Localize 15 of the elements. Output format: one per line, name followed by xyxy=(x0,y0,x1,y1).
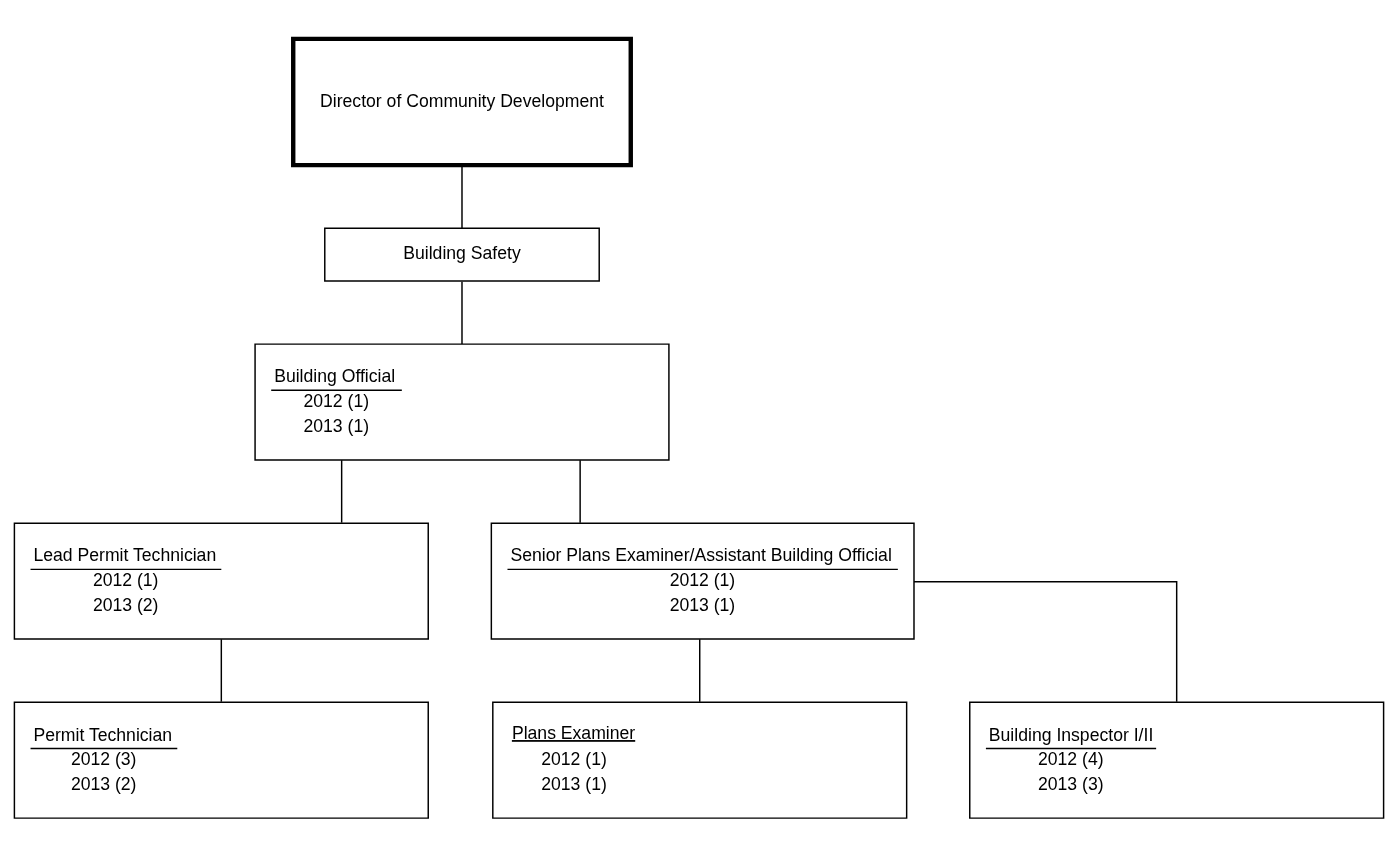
connector xyxy=(699,638,701,702)
node-box: Permit Technician 2012 (3) 2013 (2) xyxy=(13,700,429,819)
connector xyxy=(220,638,223,702)
node-box: Building Official 2012 (1) 2013 (1) xyxy=(254,342,670,461)
connector xyxy=(579,458,581,523)
node-box: Building Inspector I/II 2012 (4) 2013 (3) xyxy=(969,700,1385,819)
node-box: Building Safety xyxy=(324,226,600,282)
connector xyxy=(913,580,1178,702)
node-box: Senior Plans Examiner/Assistant Building Official 2012 (1) 2013 (1) xyxy=(490,521,915,640)
node-box: Lead Permit Technician 2012 (1) 2013 (2) xyxy=(13,521,429,640)
connector xyxy=(340,458,343,523)
node-box: Director of Community Development xyxy=(291,36,633,167)
connector xyxy=(461,280,463,345)
node-box: Plans Examiner 2012 (1) 2013 (1) xyxy=(492,700,908,819)
connector xyxy=(461,164,463,229)
